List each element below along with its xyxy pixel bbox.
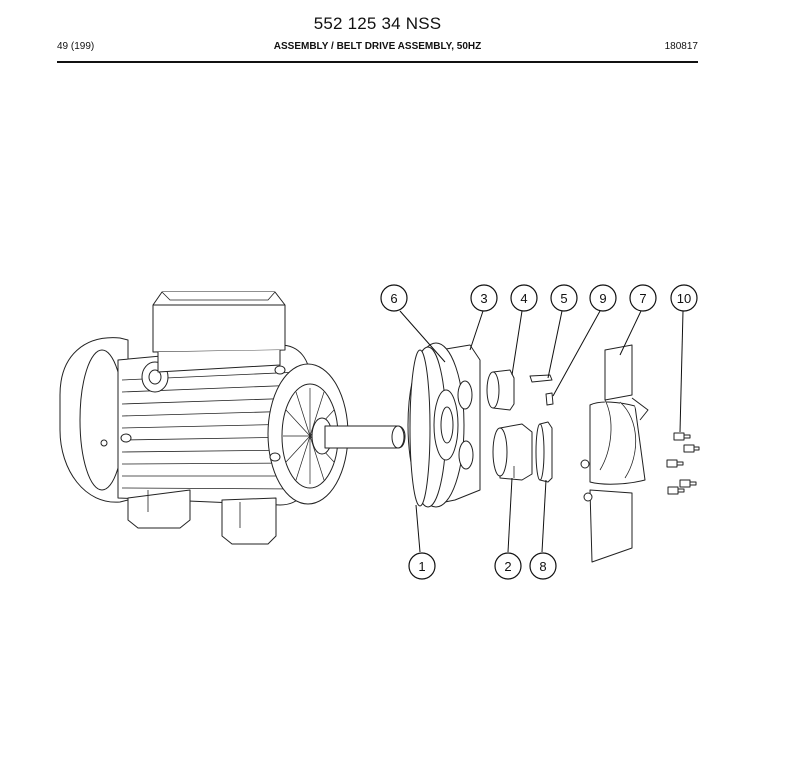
- cooling-fan: [580, 344, 649, 563]
- callout-label: 4: [520, 291, 527, 306]
- spacer-ring: [535, 421, 553, 483]
- callout-4: 4: [510, 284, 538, 312]
- header-rule: [57, 61, 698, 63]
- shaft-key: [529, 374, 553, 383]
- callout-5: 5: [550, 284, 578, 312]
- callout-2: 2: [494, 552, 522, 580]
- page-number: 49 (199): [57, 41, 95, 52]
- callout-9: 9: [589, 284, 617, 312]
- taper-bushing: [486, 369, 515, 411]
- callout-label: 2: [504, 559, 511, 574]
- pulley: [407, 342, 481, 508]
- screws: [666, 432, 700, 495]
- callout-label: 1: [418, 559, 425, 574]
- callout-8: 8: [529, 552, 557, 580]
- callout-label: 3: [480, 291, 487, 306]
- leader-lines: [399, 310, 684, 553]
- callout-label: 6: [390, 291, 397, 306]
- section-title: ASSEMBLY / BELT DRIVE ASSEMBLY, 50HZ: [273, 41, 482, 52]
- coupling-hub: [492, 423, 533, 481]
- callout-label: 10: [677, 291, 691, 306]
- callout-label: 8: [539, 559, 546, 574]
- callout-label: 9: [599, 291, 606, 306]
- callout-label: 7: [639, 291, 646, 306]
- callout-10: 10: [670, 284, 698, 312]
- doc-code: 180817: [664, 41, 698, 52]
- callout-1: 1: [408, 552, 436, 580]
- doc-number: 552 125 34 NSS: [313, 14, 442, 33]
- electric-motor: [59, 291, 406, 545]
- callout-6: 6: [380, 284, 408, 312]
- callout-7: 7: [629, 284, 657, 312]
- callout-label: 5: [560, 291, 567, 306]
- callouts: 6 3 4 5 9 7 10 1: [380, 284, 698, 580]
- callout-3: 3: [470, 284, 498, 312]
- small-key: [545, 392, 554, 406]
